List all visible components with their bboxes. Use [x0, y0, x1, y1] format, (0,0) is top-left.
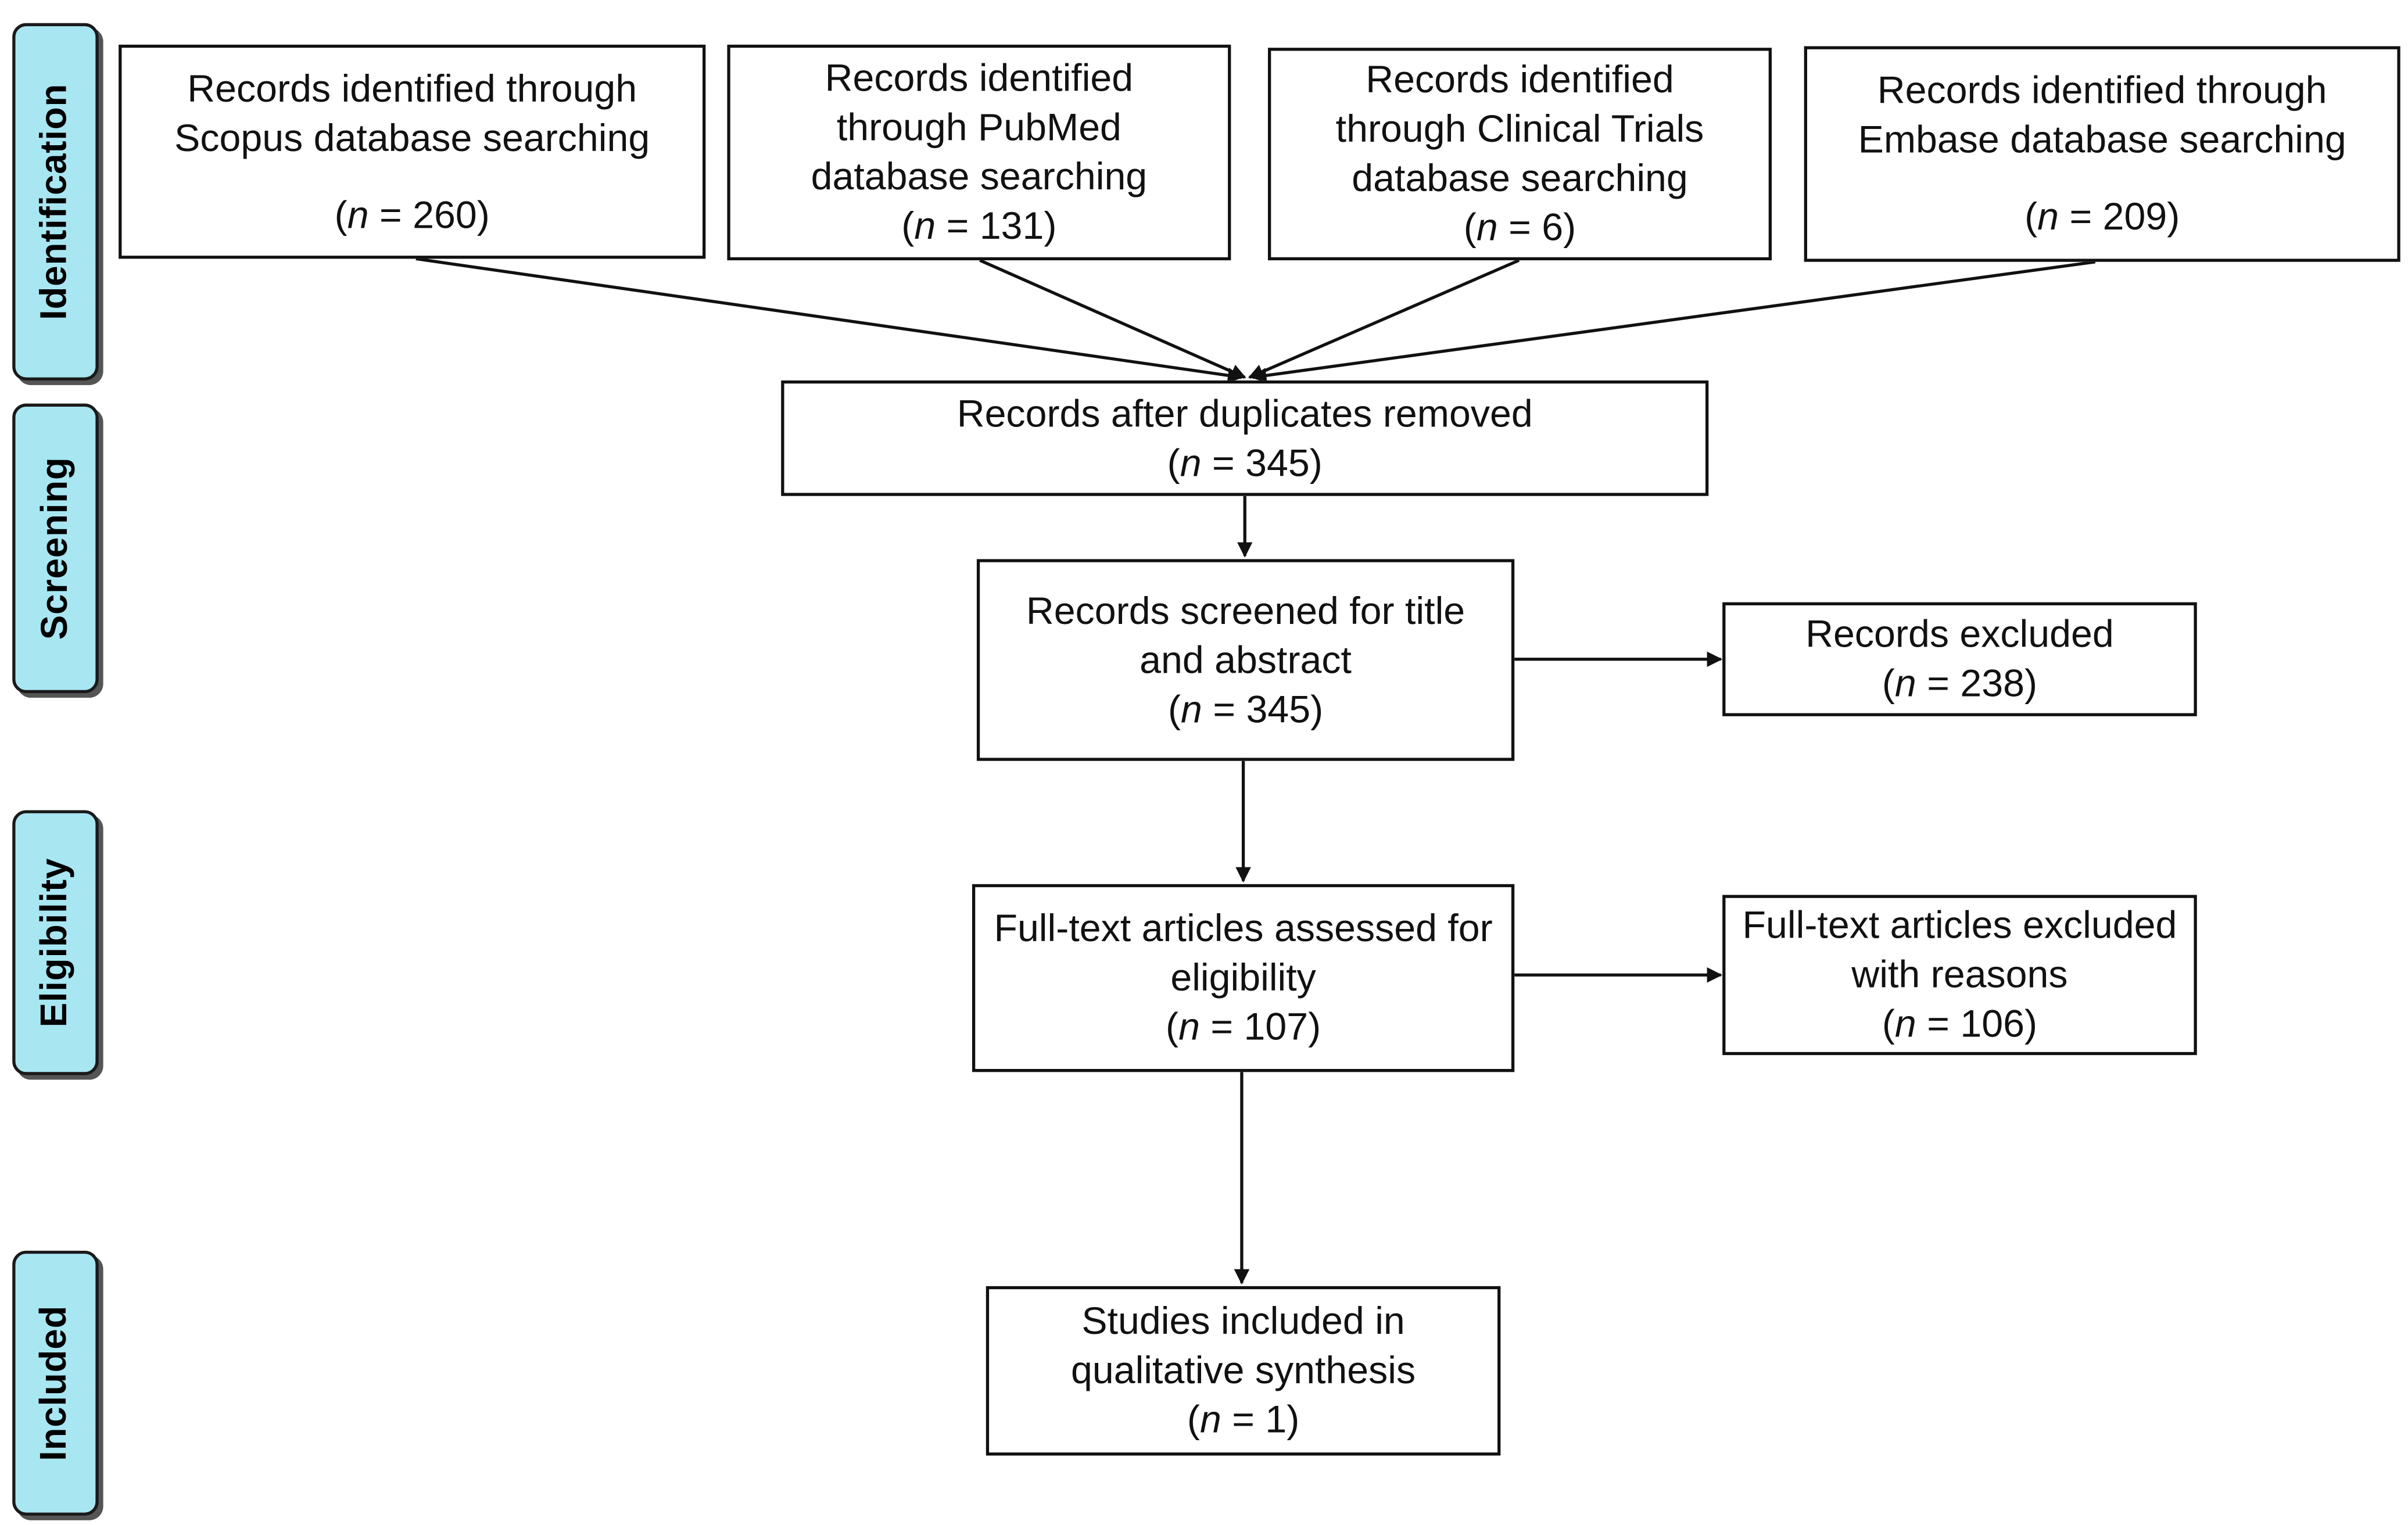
studies-included-box: Studies included in qualitative synthesi… — [986, 1286, 1501, 1456]
records-screened-box: Records screened for title and abstract … — [976, 559, 1515, 761]
phase-screening: Screening — [12, 403, 99, 694]
scopus-records-title: Records identified through Scopus databa… — [174, 67, 650, 160]
studies-included-title: Studies included in qualitative synthesi… — [1070, 1300, 1416, 1393]
phase-identification-label: Identification — [34, 83, 76, 320]
duplicates-removed-box: Records after duplicates removed (n = 34… — [781, 380, 1709, 496]
clinical-trials-records-box: Records identified through Clinical Tria… — [1268, 48, 1772, 261]
phase-included-label: Included — [34, 1305, 76, 1461]
embase-records-count: (n = 209) — [2024, 195, 2180, 239]
studies-included-count: (n = 1) — [1187, 1398, 1300, 1442]
phase-eligibility: Eligibility — [12, 810, 99, 1075]
records-screened-title: Records screened for title and abstract — [1026, 589, 1465, 682]
arrow-pubmed-to-duplicates — [979, 259, 1246, 379]
arrow-embase-to-duplicates — [1250, 260, 2096, 383]
records-screened-count: (n = 345) — [1167, 687, 1324, 731]
duplicates-removed-count: (n = 345) — [1167, 441, 1323, 485]
phase-screening-label: Screening — [34, 457, 76, 640]
records-excluded-box: Records excluded (n = 238) — [1722, 602, 2197, 716]
duplicates-removed-title: Records after duplicates removed — [956, 392, 1533, 435]
fulltext-assessed-title: Full-text articles assessed for eligibil… — [994, 907, 1493, 1000]
fulltext-excluded-title: Full-text articles excluded with reasons — [1742, 904, 2177, 997]
pubmed-records-box: Records identified through PubMed databa… — [727, 44, 1231, 261]
records-excluded-title: Records excluded — [1805, 613, 2114, 656]
embase-records-box: Records identified through Embase databa… — [1804, 46, 2400, 262]
arrow-clinicaltrials-to-duplicates — [1248, 259, 1520, 379]
fulltext-excluded-count: (n = 106) — [1882, 1002, 2038, 1046]
records-excluded-count: (n = 238) — [1882, 662, 2038, 706]
phase-eligibility-label: Eligibility — [34, 857, 76, 1028]
pubmed-records-count: (n = 131) — [901, 204, 1057, 248]
clinical-trials-records-count: (n = 6) — [1463, 206, 1576, 250]
fulltext-assessed-box: Full-text articles assessed for eligibil… — [972, 884, 1515, 1072]
fulltext-excluded-box: Full-text articles excluded with reasons… — [1722, 895, 2197, 1056]
scopus-records-box: Records identified through Scopus databa… — [119, 44, 706, 259]
scopus-records-count: (n = 260) — [334, 193, 490, 236]
clinical-trials-records-title: Records identified through Clinical Tria… — [1335, 58, 1704, 200]
fulltext-assessed-count: (n = 107) — [1165, 1006, 1321, 1049]
pubmed-records-title: Records identified through PubMed databa… — [811, 57, 1148, 199]
arrow-scopus-to-duplicates — [415, 257, 1244, 383]
phase-included: Included — [12, 1250, 99, 1516]
embase-records-title: Records identified through Embase databa… — [1858, 69, 2346, 162]
phase-identification: Identification — [12, 23, 99, 381]
